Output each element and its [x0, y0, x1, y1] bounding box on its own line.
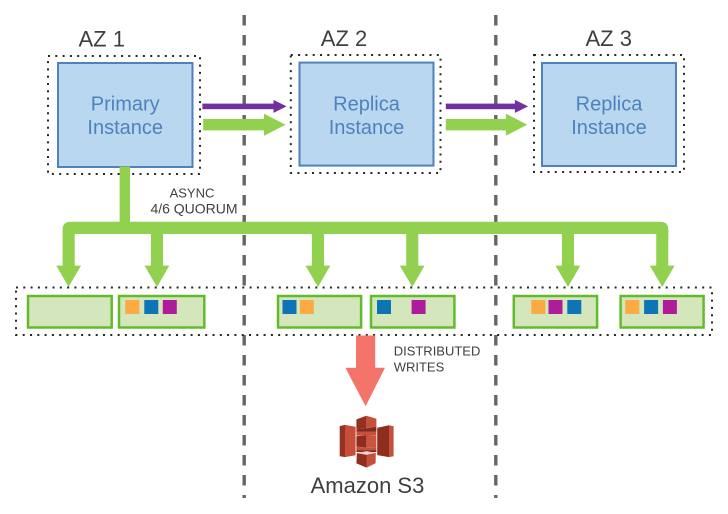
svg-text:AZ 2: AZ 2	[321, 26, 367, 51]
svg-text:WRITES: WRITES	[394, 359, 445, 374]
svg-text:AZ 3: AZ 3	[586, 26, 632, 51]
svg-text:Replica: Replica	[576, 93, 644, 115]
svg-text:DISTRIBUTED: DISTRIBUTED	[394, 344, 481, 359]
svg-text:Instance: Instance	[329, 117, 405, 139]
svg-text:Primary: Primary	[91, 93, 160, 115]
svg-text:Amazon S3: Amazon S3	[311, 473, 425, 498]
svg-text:Replica: Replica	[333, 93, 401, 115]
svg-text:4/6 QUORUM: 4/6 QUORUM	[150, 200, 237, 216]
svg-text:AZ 1: AZ 1	[79, 26, 125, 51]
svg-text:Instance: Instance	[87, 117, 163, 139]
svg-text:Instance: Instance	[571, 117, 647, 139]
svg-text:ASYNC: ASYNC	[170, 186, 215, 201]
